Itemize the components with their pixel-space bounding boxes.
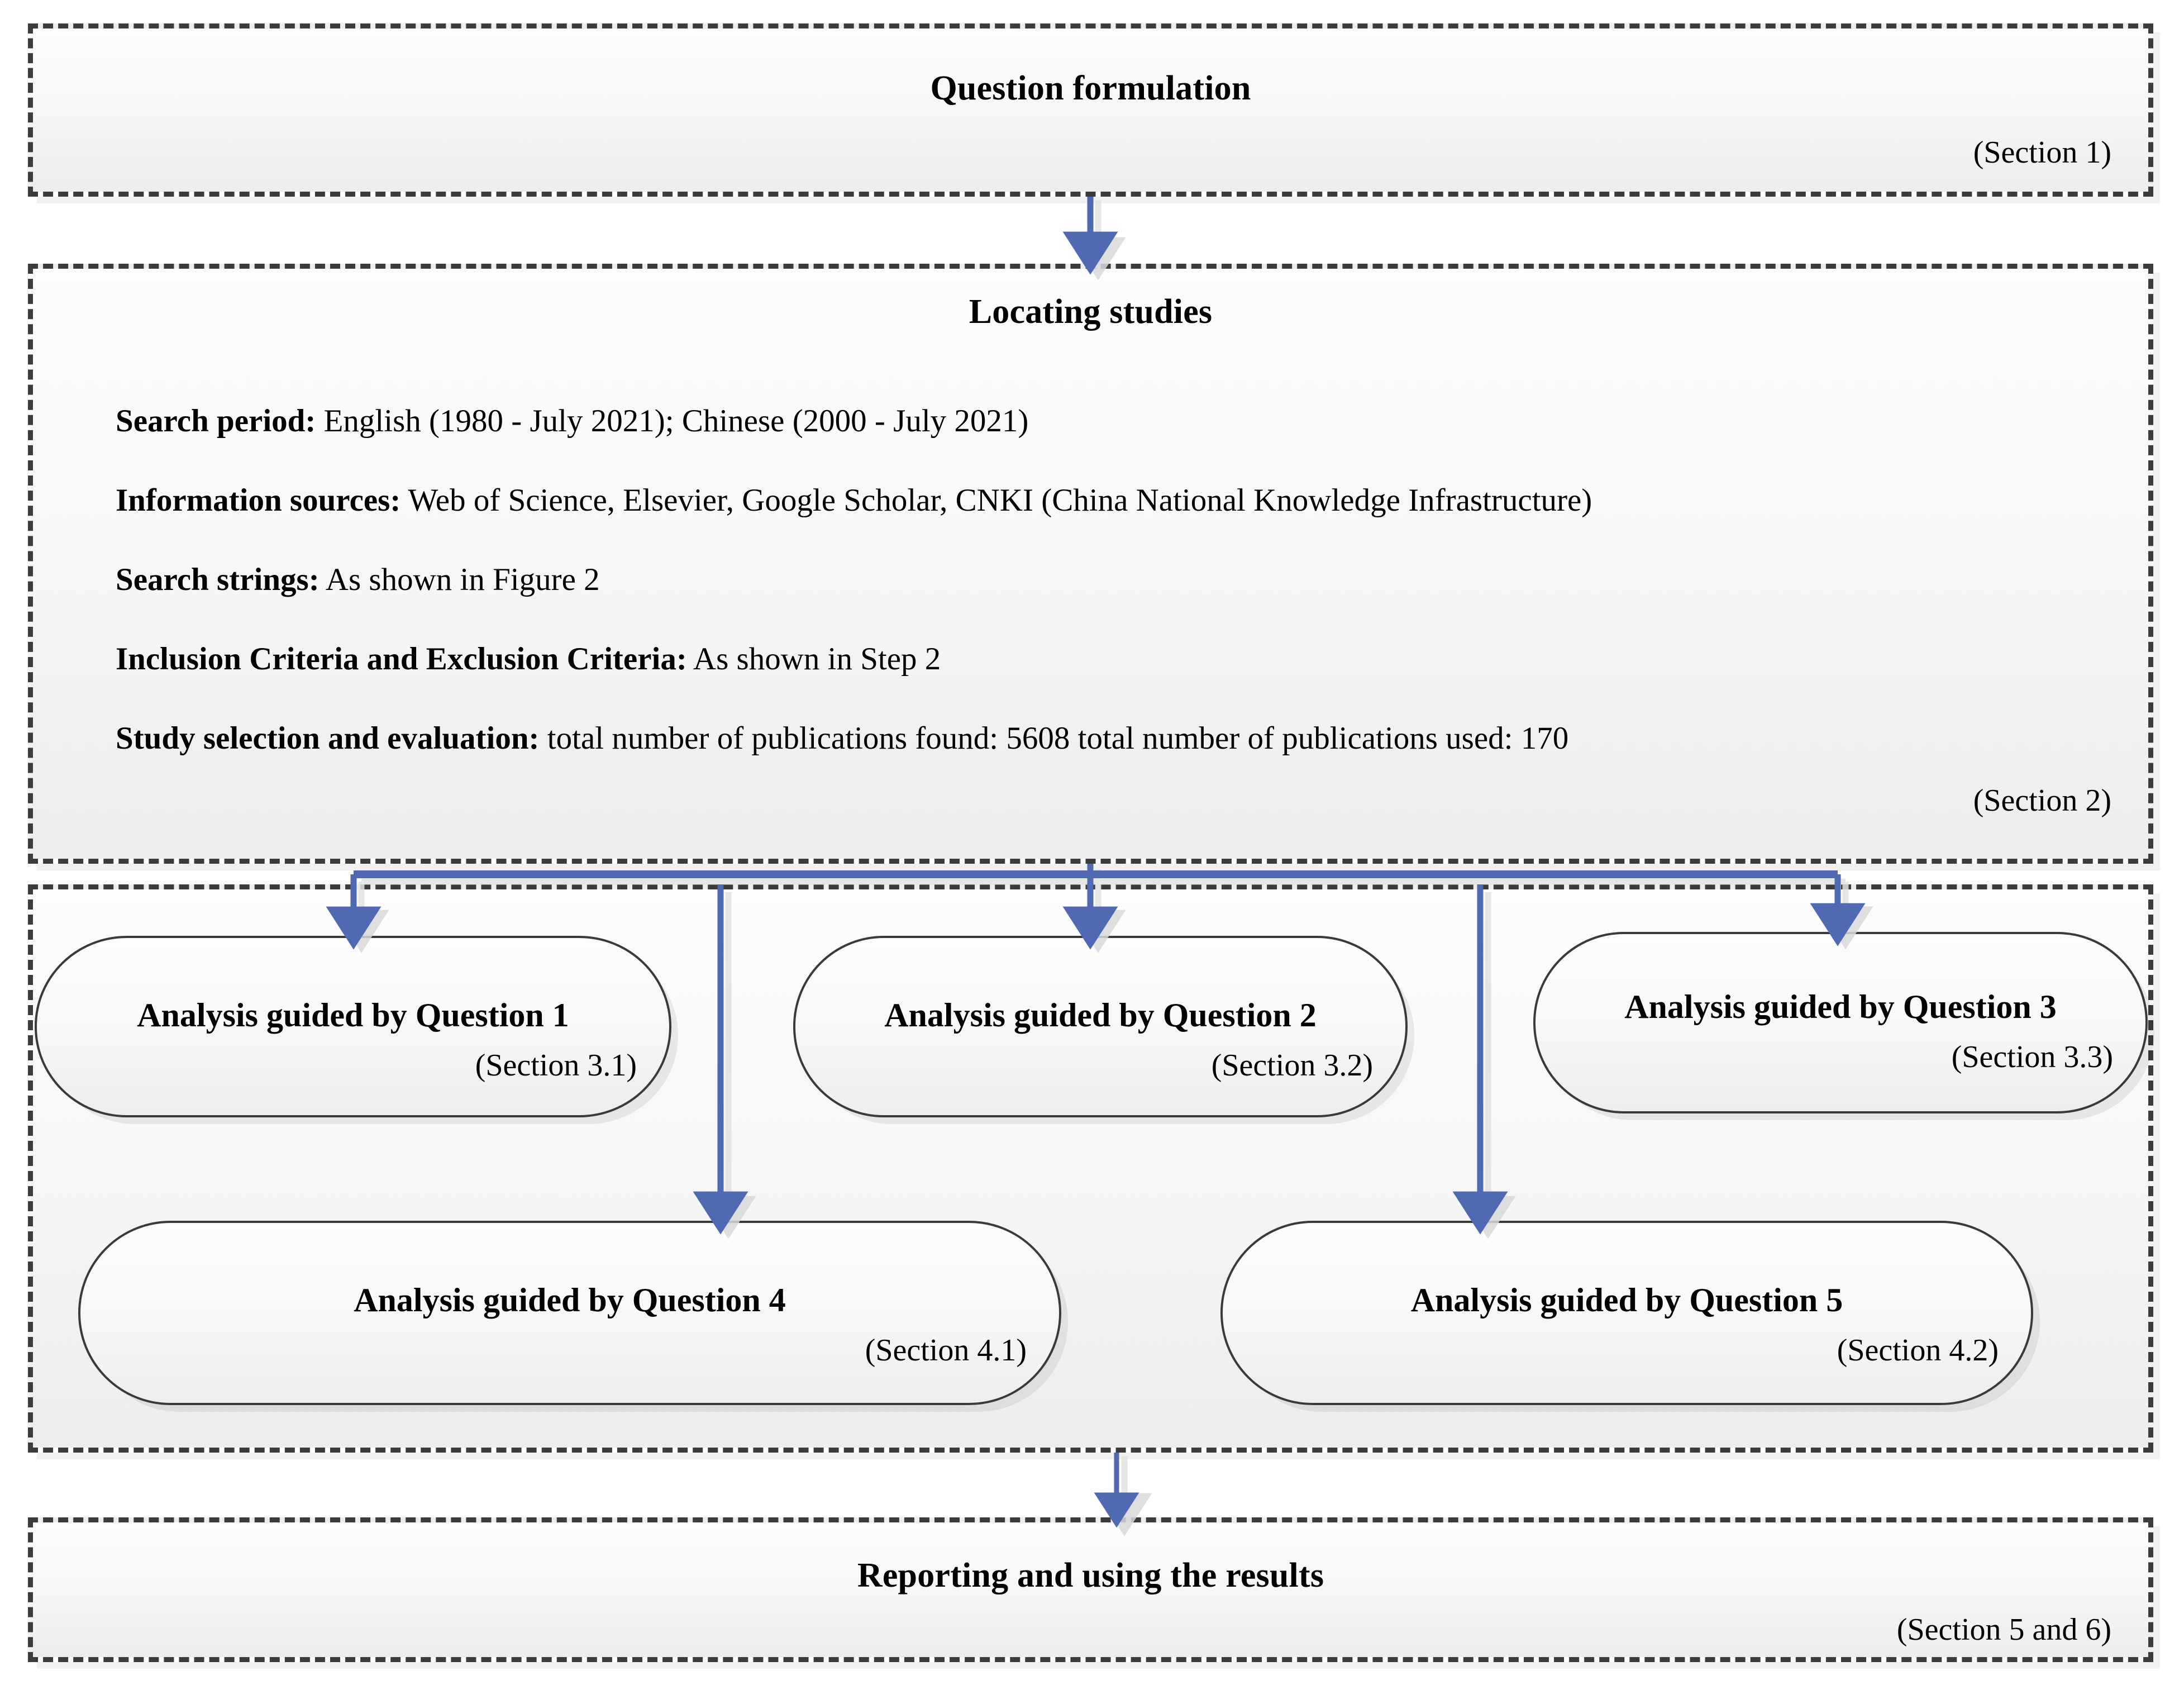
detail-line-study-selection: Study selection and evaluation: total nu… xyxy=(116,720,1568,756)
analysis-node-q1[interactable]: Analysis guided by Question 1 (Section 3… xyxy=(35,936,671,1117)
analysis-node-q5[interactable]: Analysis guided by Question 5 (Section 4… xyxy=(1220,1221,2033,1405)
stage-box-question-formulation: Question formulation (Section 1) xyxy=(28,23,2153,197)
analysis-node-q5-title: Analysis guided by Question 5 xyxy=(1410,1282,1843,1319)
analysis-node-q3[interactable]: Analysis guided by Question 3 (Section 3… xyxy=(1533,932,2148,1113)
analysis-node-q1-title: Analysis guided by Question 1 xyxy=(137,997,569,1034)
detail-label-criteria: Inclusion Criteria and Exclusion Criteri… xyxy=(116,641,687,677)
analysis-node-q2[interactable]: Analysis guided by Question 2 (Section 3… xyxy=(793,936,1408,1117)
detail-line-search-strings: Search strings: As shown in Figure 2 xyxy=(116,561,600,598)
detail-line-search-period: Search period: English (1980 - July 2021… xyxy=(116,403,1028,439)
detail-line-criteria: Inclusion Criteria and Exclusion Criteri… xyxy=(116,641,941,677)
detail-value-criteria: As shown in Step 2 xyxy=(686,641,941,677)
analysis-node-q3-title: Analysis guided by Question 3 xyxy=(1624,988,2057,1025)
stage-title-locating-studies: Locating studies xyxy=(969,293,1213,331)
stage-section-locating-studies: (Section 2) xyxy=(1973,783,2111,818)
analysis-node-q2-section: (Section 3.2) xyxy=(1211,1048,1373,1083)
detail-label-study-selection: Study selection and evaluation: xyxy=(116,721,540,756)
analysis-node-q1-section: (Section 3.1) xyxy=(475,1048,637,1083)
stage-title-question-formulation: Question formulation xyxy=(930,69,1251,107)
detail-line-information-sources: Information sources: Web of Science, Els… xyxy=(116,482,1592,518)
detail-value-information-sources: Web of Science, Elsevier, Google Scholar… xyxy=(400,483,1592,518)
stage-box-reporting: Reporting and using the results (Section… xyxy=(28,1517,2153,1662)
analysis-node-q4[interactable]: Analysis guided by Question 4 (Section 4… xyxy=(78,1221,1061,1405)
analysis-node-q2-title: Analysis guided by Question 2 xyxy=(884,997,1317,1034)
stage-section-question-formulation: (Section 1) xyxy=(1973,135,2111,170)
stage-box-locating-studies: Locating studies Search period: English … xyxy=(28,264,2153,864)
analysis-node-q5-section: (Section 4.2) xyxy=(1837,1333,1999,1368)
stage-title-reporting: Reporting and using the results xyxy=(857,1557,1324,1594)
analysis-node-q4-section: (Section 4.1) xyxy=(865,1333,1027,1368)
analysis-node-q3-section: (Section 3.3) xyxy=(1951,1040,2113,1074)
detail-value-search-strings: As shown in Figure 2 xyxy=(319,562,600,597)
detail-value-study-selection: total number of publications found: 5608… xyxy=(539,721,1569,756)
stage-section-reporting: (Section 5 and 6) xyxy=(1896,1612,2111,1647)
analysis-node-q4-title: Analysis guided by Question 4 xyxy=(354,1282,786,1319)
detail-label-search-strings: Search strings: xyxy=(116,562,320,597)
detail-label-search-period: Search period: xyxy=(116,403,316,439)
detail-label-information-sources: Information sources: xyxy=(116,483,401,518)
detail-value-search-period: English (1980 - July 2021); Chinese (200… xyxy=(316,403,1029,439)
